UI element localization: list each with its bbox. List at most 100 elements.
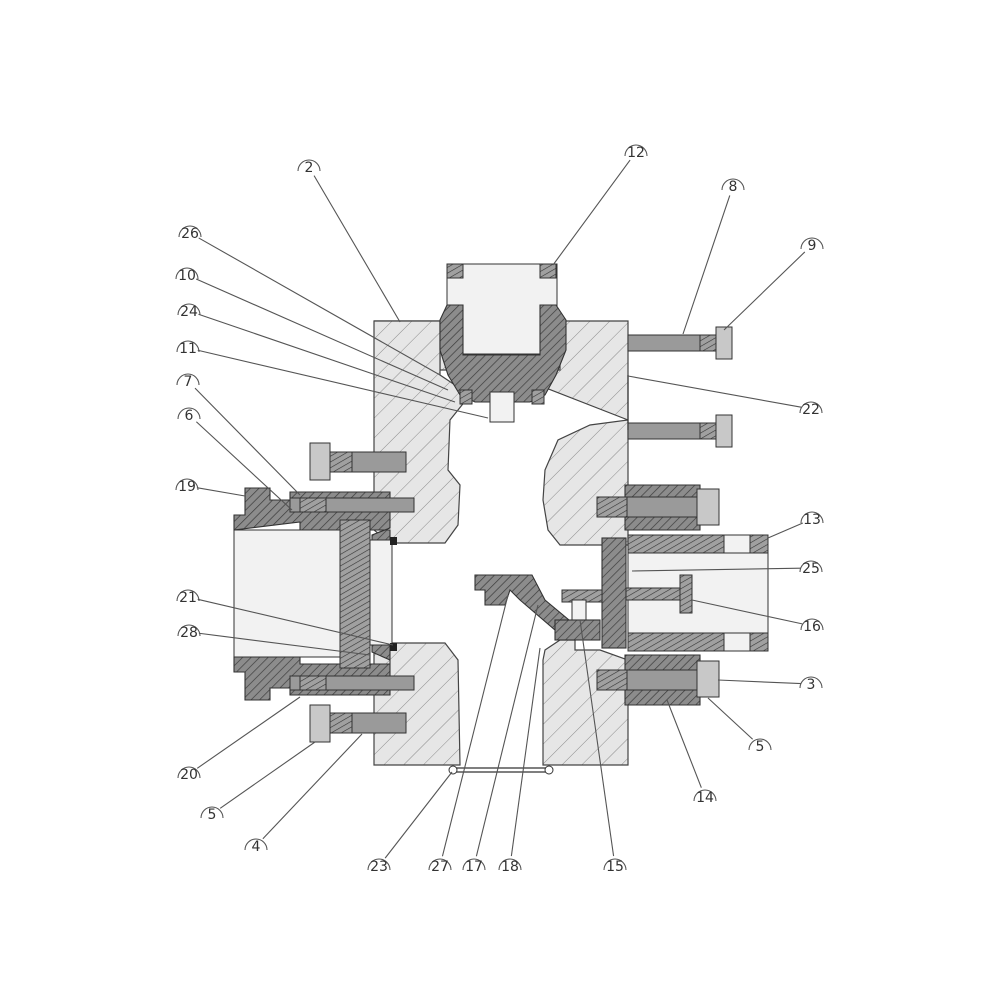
stem-16-head [679, 574, 693, 614]
inlet-bore [233, 529, 341, 658]
leader-line-23 [384, 771, 453, 859]
leader-line-8 [682, 195, 731, 335]
leader-line-9 [723, 251, 806, 331]
callout-label-2: 2 [305, 160, 314, 176]
left-upper-bolt-head [309, 442, 331, 481]
check-element-17 [474, 574, 576, 641]
seat-block [554, 619, 601, 641]
bolt-8-lower-thread [699, 422, 719, 440]
callout-ring-14 [693, 789, 717, 802]
callout-label-14: 14 [696, 790, 714, 806]
leader-line-18 [510, 647, 541, 857]
leader-line-22 [627, 375, 802, 408]
callout-ring-21 [176, 589, 200, 602]
callout-ring-28 [177, 624, 201, 637]
callout-ring-17 [462, 858, 486, 871]
callout-label-3: 3 [807, 677, 816, 693]
outlet-window-upper [723, 534, 751, 554]
pin-15 [571, 599, 587, 621]
callout-ring-7 [176, 373, 200, 386]
callout-label-4: 4 [252, 839, 261, 855]
bolt-8-upper-thread [699, 334, 719, 352]
callout-label-7: 7 [184, 374, 193, 390]
callout-label-23: 23 [370, 859, 388, 875]
callout-ring-4 [244, 838, 268, 851]
outlet-bolt-lower-thread [596, 669, 628, 691]
leader-line-15 [579, 619, 615, 857]
callout-label-5r: 5 [756, 739, 765, 755]
callout-label-10: 10 [178, 268, 196, 284]
leader-line-7 [194, 387, 301, 496]
top-plug-threaded-body [439, 304, 567, 403]
callout-label-12: 12 [627, 145, 645, 161]
callout-ring-25 [799, 560, 823, 573]
right-top-bolts [627, 326, 733, 448]
left-inlet-assembly [233, 487, 415, 701]
left-lower-bolt-shank [351, 712, 407, 734]
callout-ring-23 [367, 858, 391, 871]
callout-label-25: 25 [802, 561, 820, 577]
callout-ring-6 [177, 407, 201, 420]
callout-ring-2 [297, 159, 321, 172]
leader-line-25 [631, 567, 802, 572]
leader-line-13 [767, 522, 804, 539]
right-outlet-assembly [596, 484, 769, 706]
seal-21-upper [390, 537, 397, 545]
callout-ring-18 [498, 858, 522, 871]
nut-9-lower [715, 414, 733, 448]
inlet-stud-lower-thread [299, 675, 327, 691]
callout-ring-16 [800, 618, 824, 631]
leader-line-16 [691, 599, 803, 625]
disc-25 [601, 537, 627, 649]
leader-line-2 [313, 175, 401, 323]
outlet-cap-upper [749, 534, 769, 554]
leader-line-6 [195, 421, 293, 511]
outlet-nut-upper [696, 488, 720, 526]
callout-ring-5l [200, 806, 224, 819]
callout-ring-22 [799, 401, 823, 414]
valve-body [373, 320, 629, 766]
callout-ring-20 [177, 766, 201, 779]
seal-21-lower [390, 643, 397, 651]
outlet-window-lower [723, 632, 751, 652]
callout-ring-27 [428, 858, 452, 871]
leader-line-5l [219, 741, 316, 809]
leader-line-20 [196, 696, 301, 769]
bolt-8-upper-shank [627, 334, 707, 352]
leader-line-26 [198, 237, 441, 376]
callout-ring-24 [177, 303, 201, 316]
callout-label-27: 27 [431, 859, 449, 875]
top-plug [439, 263, 567, 423]
leader-line-5r [707, 697, 754, 740]
nut-9-upper [715, 326, 733, 360]
left-upper-bolt-thread [329, 451, 353, 473]
callout-ring-11 [176, 340, 200, 353]
leader-line-19 [196, 487, 246, 497]
top-plug-seal-left [459, 389, 473, 405]
callout-label-21: 21 [179, 590, 197, 606]
drain-line-23 [453, 767, 549, 773]
callout-label-19: 19 [178, 479, 196, 495]
stem-16 [625, 587, 683, 601]
callout-ring-12 [624, 144, 648, 157]
callout-ring-15 [603, 858, 627, 871]
callout-label-9: 9 [808, 238, 817, 254]
leader-line-17 [475, 604, 539, 857]
leader-line-21 [197, 598, 394, 646]
inlet-inner-bore [369, 539, 393, 646]
outlet-cap-lower [749, 632, 769, 652]
callout-label-22: 22 [802, 402, 820, 418]
callout-label-26: 26 [181, 226, 199, 242]
left-body-bolts [309, 442, 407, 743]
callout-label-20: 20 [180, 767, 198, 783]
callout-ring-9 [800, 237, 824, 250]
top-plug-cap-right [539, 263, 557, 279]
callout-label-17: 17 [465, 859, 483, 875]
callout-ring-10 [175, 267, 199, 280]
leader-line-12 [552, 159, 631, 266]
drain-end-left [448, 765, 458, 775]
outlet-thread-upper [627, 534, 725, 554]
top-plug-cap-left [446, 263, 464, 279]
